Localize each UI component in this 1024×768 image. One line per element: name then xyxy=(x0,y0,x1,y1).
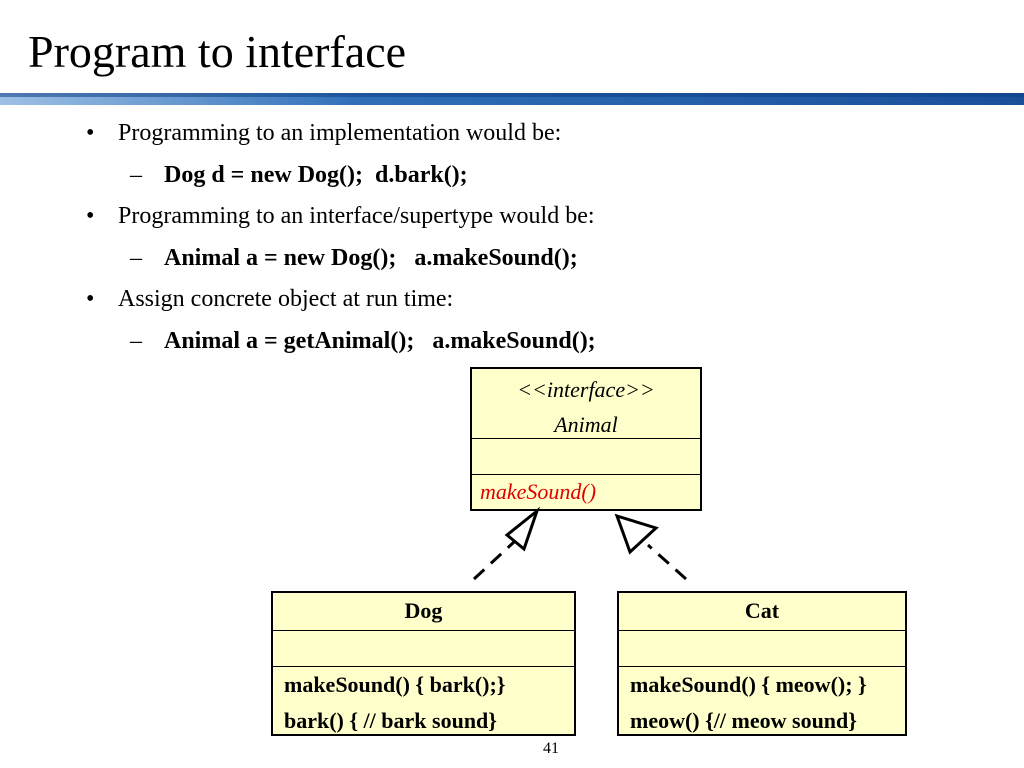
dog-arrowhead-icon xyxy=(504,506,541,552)
bullet-marker: • xyxy=(86,120,95,146)
cat-operations-compartment: makeSound() { meow(); } meow() {// meow … xyxy=(619,667,905,739)
animal-name-compartment: <<interface>> Animal xyxy=(472,369,700,439)
dog-name-compartment: Dog xyxy=(273,593,574,631)
animal-attributes-compartment xyxy=(472,439,700,475)
bullet-text: Programming to an interface/supertype wo… xyxy=(118,203,595,229)
cat-name-compartment: Cat xyxy=(619,593,905,631)
code-example: Animal a = new Dog(); a.makeSound(); xyxy=(164,245,578,271)
operation-label: makeSound() { bark();} xyxy=(284,672,506,697)
sub-bullet-marker: – xyxy=(130,162,142,188)
slide-title: Program to interface xyxy=(28,26,407,77)
class-name: Cat xyxy=(744,598,780,623)
bullet-marker: • xyxy=(86,203,95,229)
dog-operations-compartment: makeSound() { bark();} bark() { // bark … xyxy=(273,667,574,739)
sub-bullet-marker: – xyxy=(130,245,142,271)
cat-class-box: Cat makeSound() { meow(); } meow() {// m… xyxy=(617,591,907,736)
dog-class-box: Dog makeSound() { bark();} bark() { // b… xyxy=(271,591,576,736)
operation-label: meow() {// meow sound} xyxy=(630,708,857,733)
cat-arrowhead-icon xyxy=(614,513,659,555)
operation-label: bark() { // bark sound} xyxy=(284,708,497,733)
cat-attributes-compartment xyxy=(619,631,905,667)
operation-label: makeSound() xyxy=(480,479,597,504)
bullet-text: Assign concrete object at run time: xyxy=(118,286,454,312)
dog-realization-line xyxy=(472,540,516,581)
cat-realization-line xyxy=(646,543,688,581)
sub-bullet-marker: – xyxy=(130,328,142,354)
animal-interface-box: <<interface>> Animal makeSound() xyxy=(470,367,702,511)
code-example: Dog d = new Dog(); d.bark(); xyxy=(164,162,468,188)
operation-label: makeSound() { meow(); } xyxy=(630,672,867,697)
bullet-marker: • xyxy=(86,286,95,312)
dog-attributes-compartment xyxy=(273,631,574,667)
page-number: 41 xyxy=(543,740,559,757)
animal-operations-compartment: makeSound() xyxy=(472,475,700,509)
interface-name: Animal xyxy=(554,412,618,437)
class-name: Dog xyxy=(404,598,443,623)
bullet-text: Programming to an implementation would b… xyxy=(118,120,562,146)
stereotype-label: <<interface>> xyxy=(517,377,655,402)
code-example: Animal a = getAnimal(); a.makeSound(); xyxy=(164,328,596,354)
title-underline-bar xyxy=(0,93,1024,105)
